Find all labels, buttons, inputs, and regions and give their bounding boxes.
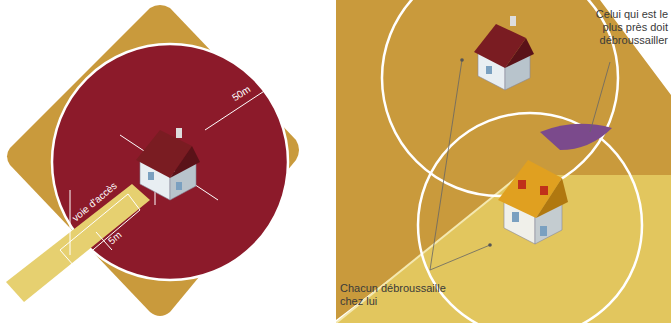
ground bbox=[7, 5, 299, 316]
house bbox=[498, 160, 568, 244]
access-road bbox=[6, 184, 150, 302]
clearing-circle bbox=[418, 113, 642, 323]
house bbox=[136, 128, 200, 200]
callout-note: Chacun débroussaille chez lui bbox=[340, 282, 470, 308]
house bbox=[474, 16, 534, 90]
callout-note: Celui qui est le plus près doit débrouss… bbox=[586, 8, 668, 48]
dimension-lines bbox=[60, 82, 278, 266]
overlap-zone bbox=[540, 124, 612, 150]
leader-lines bbox=[430, 60, 610, 270]
clearing-circle bbox=[382, 0, 618, 196]
